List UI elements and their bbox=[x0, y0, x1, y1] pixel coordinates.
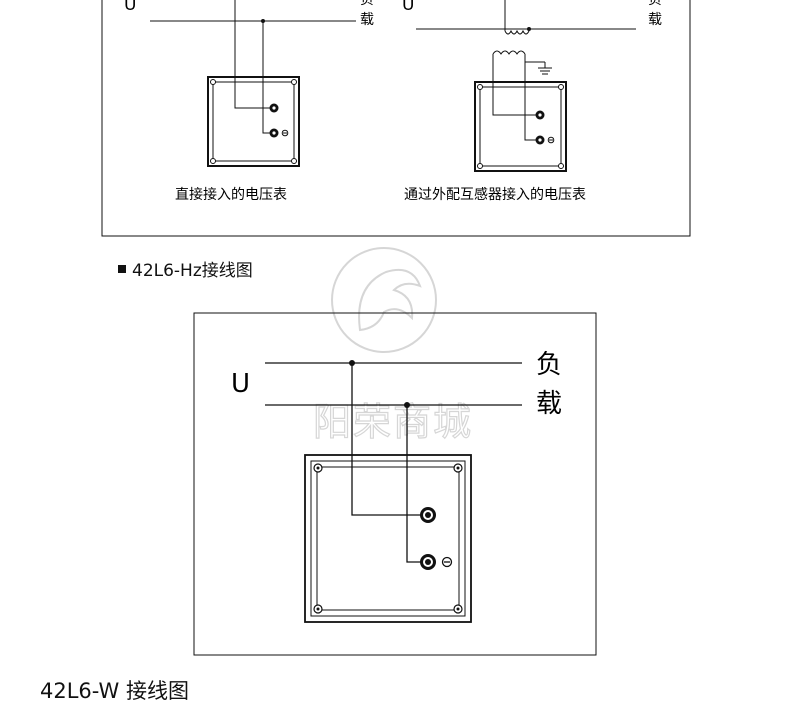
left-caption: 直接接入的电压表 bbox=[175, 186, 287, 203]
main-meter-outer bbox=[304, 454, 472, 623]
main-load-char-1: 负 bbox=[536, 350, 562, 380]
left-meter-screw bbox=[291, 158, 297, 164]
right-terminal-2-hole bbox=[538, 138, 542, 142]
main-terminal-1-center bbox=[425, 512, 431, 518]
right-wire-1 bbox=[492, 62, 540, 116]
right-u-label: U bbox=[402, 0, 414, 15]
left-u-label: U bbox=[124, 0, 136, 15]
right-caption: 通过外配互感器接入的电压表 bbox=[404, 186, 586, 203]
left-direct-diagram: U 负 载 直接接入的电压表 bbox=[124, 0, 374, 203]
right-meter-screw bbox=[477, 84, 483, 90]
main-frame bbox=[193, 312, 597, 656]
left-meter-inner bbox=[212, 81, 295, 162]
main-minus-sign bbox=[441, 556, 453, 568]
next-section-title: 42L6-W 接线图 bbox=[40, 679, 189, 703]
main-u-label: U bbox=[231, 369, 250, 399]
watermark-bird-icon bbox=[358, 268, 422, 332]
left-terminal-2-hole bbox=[272, 131, 276, 135]
main-meter-screw-center bbox=[316, 466, 320, 470]
left-load-char-2: 载 bbox=[360, 12, 374, 28]
main-meter-frame bbox=[310, 460, 466, 617]
right-meter-screw bbox=[558, 163, 564, 169]
right-meter-screw bbox=[477, 163, 483, 169]
left-meter-screw bbox=[291, 79, 297, 85]
right-meter-outer bbox=[474, 81, 567, 172]
main-terminal-2-center bbox=[425, 559, 431, 565]
watermark: 阳荣商城 bbox=[312, 247, 473, 445]
left-meter-screw bbox=[210, 158, 216, 164]
left-load-char-1: 负 bbox=[360, 0, 374, 8]
right-load-char-1: 负 bbox=[648, 0, 662, 8]
section-title: 42L6-Hz接线图 bbox=[118, 259, 253, 283]
main-meter-screw-center bbox=[456, 466, 460, 470]
main-load-char-2: 载 bbox=[536, 389, 562, 419]
left-meter-screw bbox=[210, 79, 216, 85]
right-minus-sign bbox=[547, 136, 555, 144]
top-panel-frame bbox=[101, 0, 691, 237]
right-meter-inner bbox=[479, 86, 562, 167]
section-title-text: 42L6-Hz接线图 bbox=[132, 261, 253, 281]
right-wire-2 bbox=[524, 62, 540, 141]
main-meter-screw-center bbox=[316, 607, 320, 611]
right-primary-coil bbox=[504, 29, 530, 35]
left-terminal-1-hole bbox=[272, 106, 276, 110]
main-diagram: U 负 载 bbox=[193, 312, 597, 656]
left-wire-1 bbox=[234, 0, 274, 109]
right-transformer-diagram: U 负 载 bbox=[402, 0, 662, 203]
watermark-logo-ring bbox=[331, 247, 437, 353]
main-wire-1 bbox=[351, 363, 428, 516]
top-panel: U 负 载 直接接入的电压表 U 负 载 bbox=[101, 0, 691, 237]
watermark-text: 阳荣商城 bbox=[313, 400, 473, 444]
right-secondary-coil bbox=[492, 50, 526, 55]
square-bullet-icon bbox=[118, 265, 126, 273]
right-load-char-2: 载 bbox=[648, 12, 662, 28]
main-meter-inner bbox=[316, 466, 460, 611]
main-meter-screw-center bbox=[456, 607, 460, 611]
left-meter-outer bbox=[207, 76, 300, 167]
right-meter-screw bbox=[558, 84, 564, 90]
left-minus-sign bbox=[281, 129, 289, 137]
right-terminal-1-hole bbox=[538, 113, 542, 117]
